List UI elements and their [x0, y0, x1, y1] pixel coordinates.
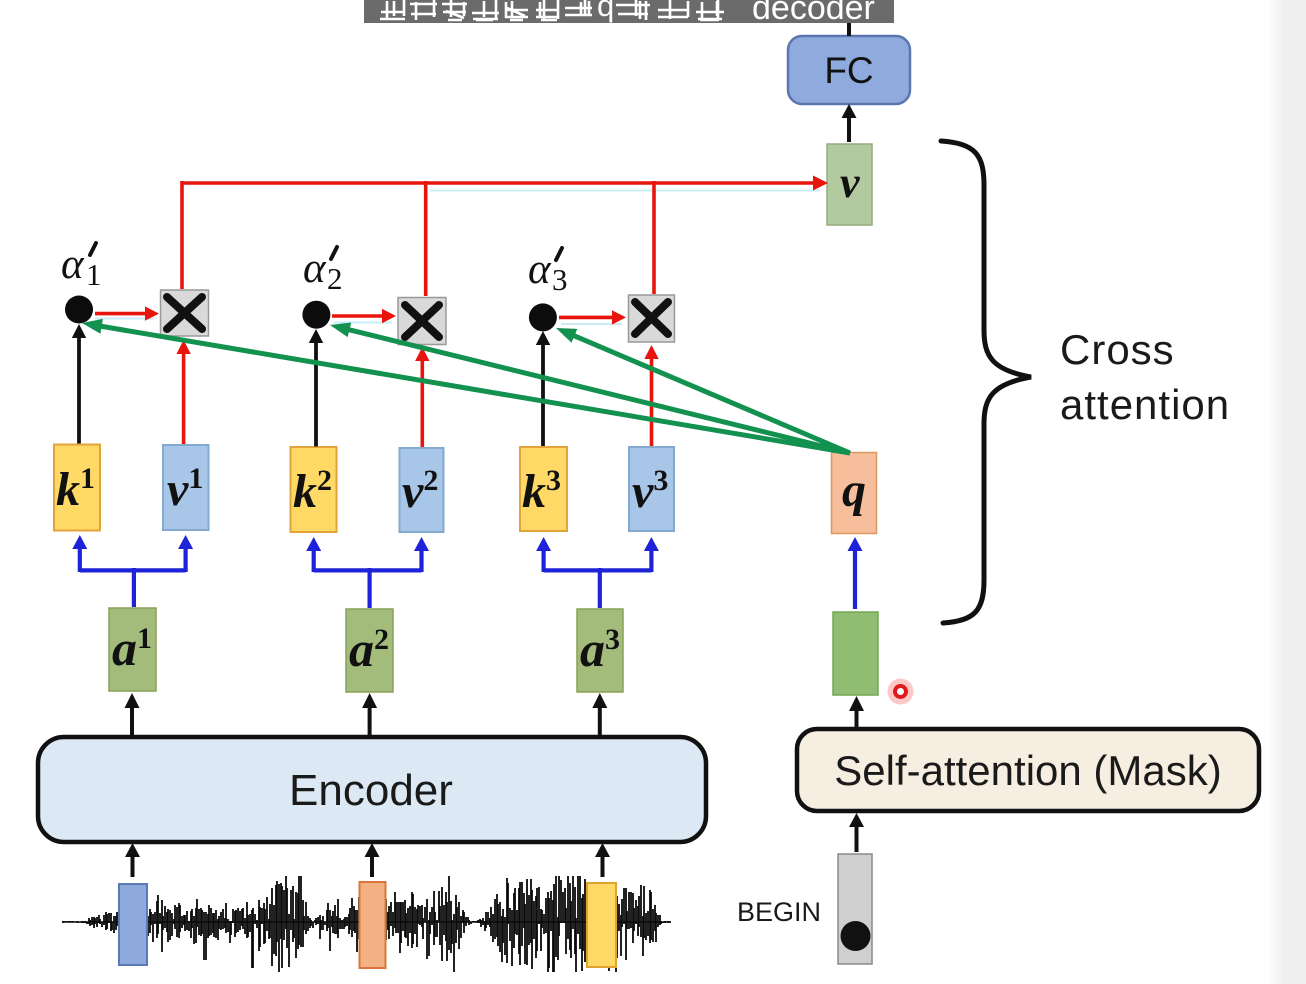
svg-text:1: 1	[86, 257, 102, 292]
svg-text:3: 3	[552, 262, 568, 297]
svg-text:α: α	[61, 241, 85, 288]
svg-text:q: q	[597, 0, 614, 23]
svg-text:a1: a1	[112, 620, 152, 676]
svg-text:q: q	[842, 464, 866, 517]
svg-text:attention: attention	[1060, 381, 1230, 428]
svg-text:Cross: Cross	[1060, 326, 1175, 373]
svg-text:v: v	[840, 158, 860, 207]
svg-text:FC: FC	[824, 50, 873, 91]
svg-text:BEGIN: BEGIN	[737, 897, 821, 927]
svg-text:Self-attention (Mask): Self-attention (Mask)	[834, 747, 1221, 794]
svg-text:Encoder: Encoder	[289, 766, 453, 815]
svg-text:a2: a2	[349, 621, 389, 677]
svg-text:α: α	[303, 245, 327, 292]
svg-text:v3: v3	[632, 464, 668, 518]
svg-text:decoder: decoder	[752, 0, 875, 27]
svg-text:α: α	[528, 246, 552, 293]
svg-text:2: 2	[327, 261, 343, 296]
